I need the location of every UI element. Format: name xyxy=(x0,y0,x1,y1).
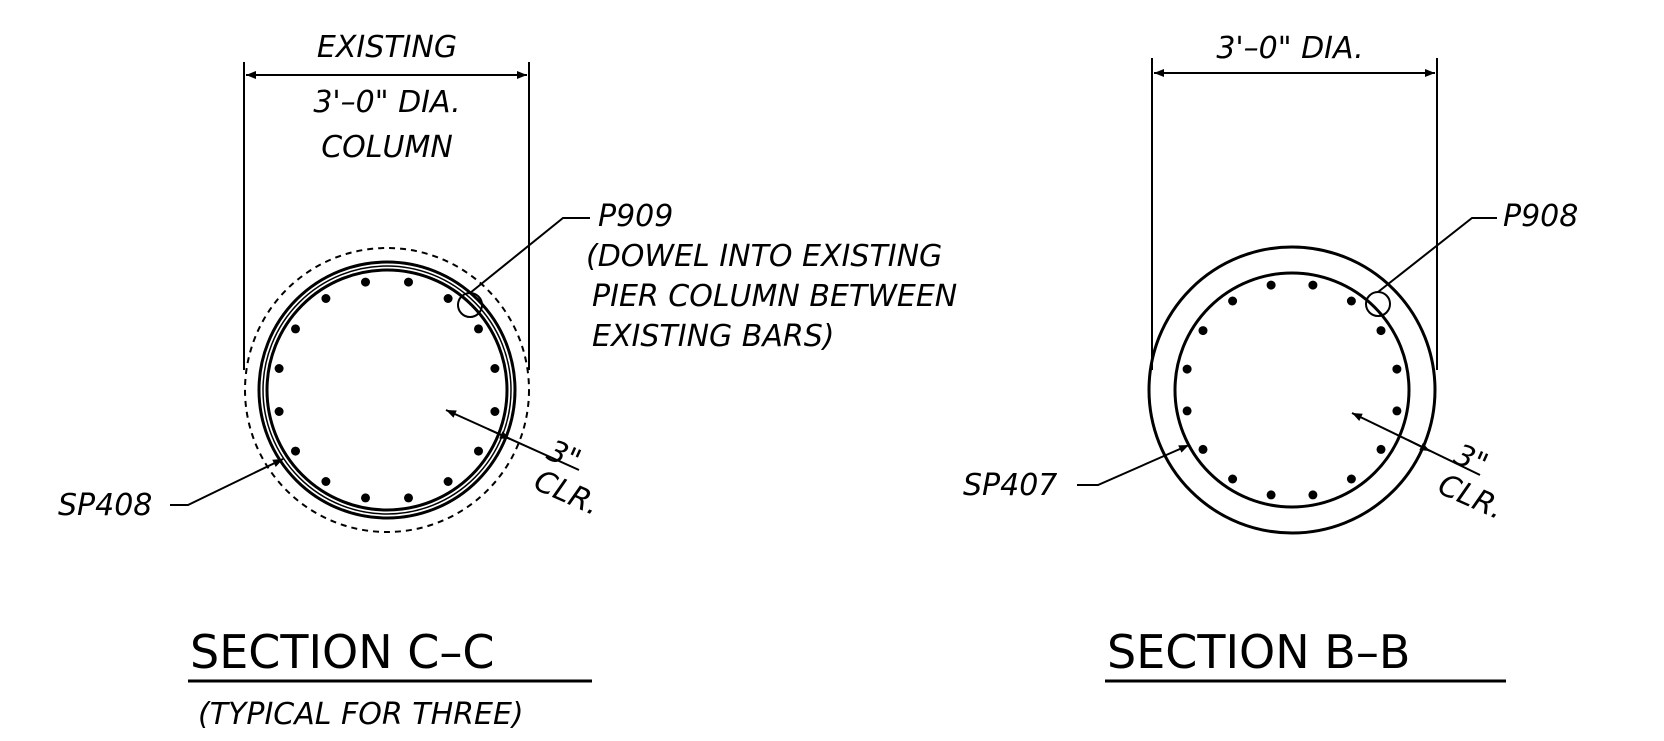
cc-dim-label-2: 3'–0" DIA. xyxy=(313,85,460,120)
cc-rebar-dot xyxy=(361,277,370,287)
cc-dim-label-1: EXISTING xyxy=(317,30,457,65)
cc-dim-label-3: COLUMN xyxy=(321,130,453,165)
cc-rebar-dot xyxy=(490,407,500,416)
bb-rebar-dot xyxy=(1376,444,1386,454)
bb-rebar-group xyxy=(1182,280,1402,500)
cc-note-line-2: PIER COLUMN BETWEEN xyxy=(592,279,957,314)
cc-inner-ring xyxy=(262,265,512,515)
bb-rebar-dot xyxy=(1182,406,1192,416)
cc-spiral xyxy=(265,268,509,512)
cc-rebar-dot xyxy=(291,324,300,334)
cc-subtitle: (TYPICAL FOR THREE) xyxy=(198,697,524,732)
bb-column-outline xyxy=(1147,245,1437,535)
bb-rebar-dot xyxy=(1198,326,1208,336)
cc-rebar-dot xyxy=(490,364,500,373)
cc-rebar-dot xyxy=(474,446,483,456)
bb-rebar-dot xyxy=(1266,280,1276,290)
cc-rebar-dot xyxy=(321,477,331,486)
bb-spiral-leader xyxy=(1077,444,1190,486)
cc-rebar-dot xyxy=(321,294,331,303)
cc-title: SECTION C–C xyxy=(190,625,495,679)
cc-spiral-leader xyxy=(170,458,284,506)
bb-title: SECTION B–B xyxy=(1107,625,1410,679)
cc-rebar-dot xyxy=(361,493,370,503)
cc-clear-tick xyxy=(487,428,511,440)
bb-rebar-dot xyxy=(1266,490,1276,500)
cc-note-line-1: (DOWEL INTO EXISTING xyxy=(586,239,942,274)
cc-rebar-dot xyxy=(404,277,413,287)
bb-rebar-dot xyxy=(1228,474,1238,484)
cc-rebar-dot xyxy=(404,493,413,503)
cc-rebar-dot xyxy=(274,407,284,416)
cc-column-outline xyxy=(257,260,517,520)
bb-dim-label: 3'–0" DIA. xyxy=(1216,31,1363,66)
bb-rebar-dot xyxy=(1228,296,1238,306)
bb-rebar-dot xyxy=(1376,326,1386,336)
cc-rebar-dot xyxy=(274,364,284,373)
cc-bar-mark: P909 xyxy=(598,199,673,234)
bb-spiral-mark: SP407 xyxy=(963,468,1057,503)
bb-rebar-dot xyxy=(1308,280,1318,290)
bb-rebar-dot xyxy=(1392,364,1402,374)
bb-rebar-dot xyxy=(1392,406,1402,416)
bb-rebar-dot xyxy=(1198,444,1208,454)
section-c-c: EXISTING 3'–0" DIA. COLUMN P909 (DOWEL I… xyxy=(58,30,957,732)
cc-existing-outline xyxy=(244,247,530,533)
bb-rebar-dot xyxy=(1346,474,1356,484)
bb-rebar-dot xyxy=(1182,364,1192,374)
cc-rebar-dot xyxy=(443,294,453,303)
bb-rebar-dot xyxy=(1346,296,1356,306)
bb-spiral xyxy=(1173,271,1411,509)
cc-rebar-dot xyxy=(443,477,453,486)
cc-clear-line xyxy=(445,409,580,471)
cc-rebar-group xyxy=(274,277,500,503)
cc-spiral-mark: SP408 xyxy=(58,488,152,523)
bb-bar-leader xyxy=(1377,217,1497,293)
bb-bar-mark: P908 xyxy=(1503,199,1578,234)
cc-note-line-3: EXISTING BARS) xyxy=(592,319,835,354)
cc-rebar-dot xyxy=(291,446,300,456)
cc-bar-leader xyxy=(469,217,590,294)
bb-clear-tick xyxy=(1407,439,1431,452)
bb-rebar-dot xyxy=(1308,490,1318,500)
section-b-b: 3'–0" DIA. P908 3" CLR. SP407 SECTION B–… xyxy=(963,31,1578,683)
cc-rebar-dot xyxy=(474,324,483,334)
